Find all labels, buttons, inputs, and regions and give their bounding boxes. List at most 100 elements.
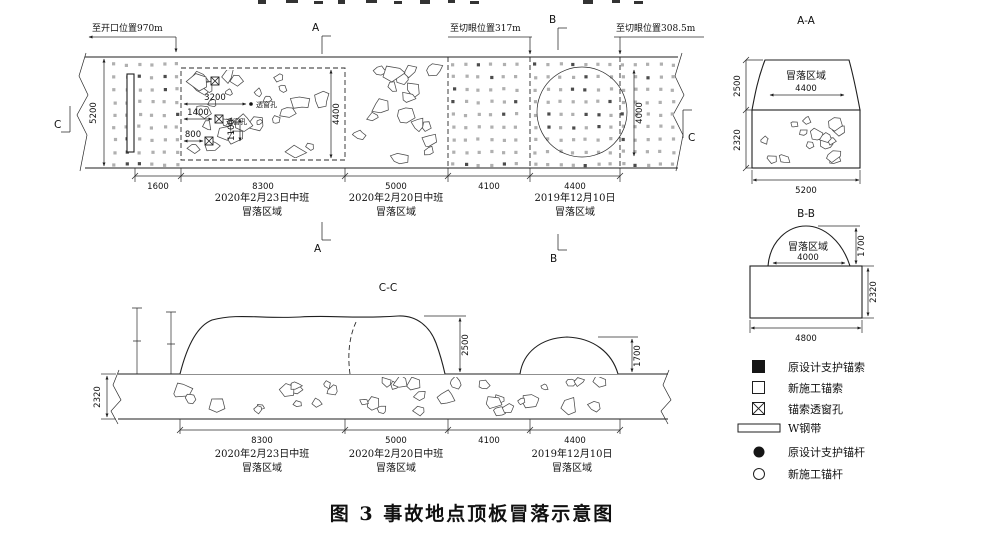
dim-zone1-height: 4400 [329, 69, 342, 159]
cc-roadway-outline [118, 373, 668, 420]
callout-cut-317: 至切眼位置317m [448, 22, 532, 55]
section-cc: C-C 2320 2500 1700 [93, 282, 672, 474]
hole-label: 透窗孔 [226, 117, 247, 126]
filled-circle-icon [753, 446, 765, 458]
section-marker-c-right: C [682, 109, 695, 144]
svg-text:2020年2月23日中班: 2020年2月23日中班 [215, 447, 310, 460]
aa-zone-label: 冒落区域 [786, 69, 826, 82]
plan-dim-chain: 1600 8300 5000 4100 4400 [134, 168, 621, 192]
cc-dim-mound1-height: 2500 [424, 315, 471, 373]
section-marker-a-bottom: A [314, 222, 331, 255]
section-aa: A-A 冒落区域 4400 2500 2320 5200 [733, 15, 861, 196]
svg-text:冒落区域: 冒落区域 [555, 205, 595, 218]
bb-zone-label: 冒落区域 [788, 240, 828, 253]
svg-text:冒落区域: 冒落区域 [242, 461, 282, 474]
svg-text:至开口位置970m: 至开口位置970m [92, 22, 163, 34]
cc-dim-roadway-height: 2320 [93, 373, 116, 420]
crossed-square-icon [752, 402, 765, 415]
section-cc-title: C-C [379, 282, 397, 294]
cc-zone-labels: 2020年2月23日中班 冒落区域 2020年2月20日中班 冒落区域 2019… [215, 447, 613, 474]
svg-text:1100: 1100 [227, 119, 237, 141]
callout-cut-308: 至切眼位置308.5m [614, 22, 704, 55]
cropped-text-fragments [258, 0, 643, 4]
svg-text:4400: 4400 [332, 103, 342, 125]
svg-text:冒落区域: 冒落区域 [376, 461, 416, 474]
plan-view: 5200 3200 透窗孔 1400 透窗孔 800 1100 4400 [54, 14, 704, 265]
svg-text:4400: 4400 [564, 182, 586, 192]
break-line-left [110, 369, 122, 425]
bb-bottom-dim: 4800 [749, 320, 863, 344]
svg-text:A: A [312, 22, 320, 34]
collapse-zone1-boundary [180, 67, 346, 161]
svg-text:2320: 2320 [733, 129, 743, 151]
svg-text:1600: 1600 [147, 182, 169, 192]
cc-collapse-mound-2 [519, 336, 619, 375]
roadway-outline [85, 56, 678, 169]
svg-text:冒落区域: 冒落区域 [552, 461, 592, 474]
w-steel-band-symbol [126, 73, 135, 153]
svg-text:800: 800 [185, 130, 201, 140]
section-bb: B-B 冒落区域 4000 1700 2320 4800 [749, 208, 879, 344]
section-bb-title: B-B [797, 208, 815, 220]
anchor-grid-left [112, 62, 180, 167]
svg-text:5000: 5000 [385, 436, 407, 446]
section-marker-b-bottom: B [550, 234, 567, 265]
svg-text:2320: 2320 [93, 386, 103, 408]
window-hole-icon [210, 76, 220, 86]
section-aa-title: A-A [797, 15, 816, 27]
window-hole-icon [214, 114, 224, 124]
cc-dim-mound2-height: 1700 [598, 336, 643, 373]
break-line-right [672, 52, 685, 172]
svg-text:5200: 5200 [795, 186, 817, 196]
legend: 原设计支护锚索 新施工锚索 锚索透窗孔 W钢带 原设计支护锚杆 新施工锚杆 [737, 360, 865, 481]
svg-text:2320: 2320 [869, 281, 879, 303]
cc-zone-divider-dashed [348, 319, 358, 375]
svg-text:4400: 4400 [564, 436, 586, 446]
w-steel-band-icon [737, 423, 781, 433]
svg-text:3200: 3200 [204, 93, 226, 103]
svg-text:B: B [550, 253, 557, 265]
svg-text:5000: 5000 [385, 182, 407, 192]
svg-text:至切眼位置308.5m: 至切眼位置308.5m [616, 22, 696, 34]
anchor-grid-middle [451, 62, 519, 168]
collapse-circle-outline [536, 66, 628, 158]
svg-text:原设计支护锚杆: 原设计支护锚杆 [788, 445, 865, 459]
svg-text:C: C [54, 119, 61, 131]
svg-text:2020年2月23日中班: 2020年2月23日中班 [215, 191, 310, 204]
svg-text:2019年12月10日: 2019年12月10日 [532, 447, 613, 460]
dim-zone3-height: 4000 [632, 69, 645, 157]
aa-left-dims: 2500 2320 [733, 59, 763, 169]
bb-right-dims: 1700 2320 [818, 225, 879, 319]
svg-text:冒落区域: 冒落区域 [376, 205, 416, 218]
aa-rubble [760, 116, 845, 164]
cc-collapse-mound-1 [179, 315, 446, 375]
zone1-annotations: 3200 透窗孔 1400 透窗孔 800 1100 [183, 76, 277, 146]
svg-text:5200: 5200 [89, 102, 99, 124]
cc-support-poles [132, 307, 176, 374]
svg-text:4100: 4100 [478, 182, 500, 192]
rubble-zone2 [351, 63, 444, 165]
dim-roadway-width: 5200 [89, 58, 106, 167]
anchor-bolt-icon [249, 102, 253, 106]
bb-roadway [749, 265, 863, 319]
anchor-grid-right [533, 62, 676, 168]
svg-text:2500: 2500 [461, 334, 471, 356]
svg-text:B: B [549, 14, 556, 26]
svg-text:2019年12月10日: 2019年12月10日 [535, 191, 616, 204]
section-marker-c-left: C [54, 106, 71, 133]
callout-opening: 至开口位置970m [88, 22, 178, 53]
cc-rubble [173, 377, 607, 417]
svg-text:2020年2月20日中班: 2020年2月20日中班 [349, 191, 444, 204]
svg-text:8300: 8300 [252, 182, 274, 192]
svg-text:至切眼位置317m: 至切眼位置317m [450, 22, 521, 34]
svg-text:1400: 1400 [187, 108, 209, 118]
section-marker-a-top: A [312, 22, 331, 54]
break-line-left [76, 52, 89, 172]
svg-text:1700: 1700 [633, 345, 643, 367]
aa-bottom-dim: 5200 [751, 170, 861, 196]
open-circle-icon [753, 468, 765, 480]
svg-text:4800: 4800 [795, 334, 817, 344]
svg-text:4100: 4100 [478, 436, 500, 446]
